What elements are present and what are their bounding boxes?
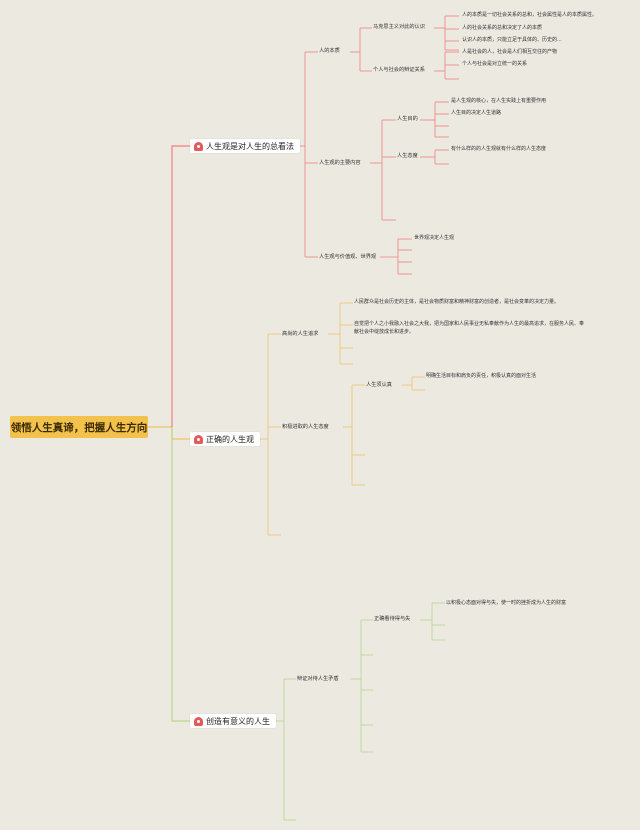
branch-topic-worldview[interactable]: 人生观是对人生的总看法 xyxy=(190,139,300,153)
node-be-serious[interactable]: 人生须认真 xyxy=(366,382,392,388)
node-positive-attitude[interactable]: 积极进取的人生态度 xyxy=(282,424,329,430)
leaf-text: 个人与社会是对立统一的关系 xyxy=(462,61,528,67)
leaf-text: 人民群众是社会历史的主体，是社会物质财富和精神财富的创造者，是社会变革的决定力量… xyxy=(354,299,560,305)
node-values-worldview[interactable]: 人生观与价值观、世界观 xyxy=(319,254,377,260)
connector-line xyxy=(171,145,190,427)
leaf-text: 有什么样的的人生观就有什么样的人生态度 xyxy=(451,146,547,152)
leaf-text: 明确生活目标和肩负的责任，积极认真的面对生活 xyxy=(426,373,537,379)
branch-label: 人生观是对人生的总看法 xyxy=(206,141,294,151)
house-heart-icon xyxy=(194,434,203,444)
house-heart-icon xyxy=(194,716,203,726)
leaf-text: 人的本质是一切社会关系的总和，社会属性是人的本质属性。 xyxy=(462,12,598,18)
node-noble-pursuit[interactable]: 高尚的人生追求 xyxy=(282,331,319,337)
leaf-text: 以积极心态面对得与失，使一时的挫折成为人生的财富 xyxy=(446,600,567,606)
node-life-attitude[interactable]: 人生态度 xyxy=(397,153,418,159)
branch-topic-meaningful-life[interactable]: 创造有意义的人生 xyxy=(190,714,276,728)
root-topic[interactable]: 领悟人生真谛，把握人生方向 xyxy=(10,416,148,438)
branch-topic-correct-view[interactable]: 正确的人生观 xyxy=(190,432,260,446)
house-heart-icon xyxy=(194,141,203,151)
leaf-text: 认识人的本质，只能立足于具体的、历史的... xyxy=(462,37,562,43)
node-individual-society[interactable]: 个人与社会的辩证关系 xyxy=(373,67,425,73)
node-gain-and-loss[interactable]: 正确看待得与失 xyxy=(374,616,411,622)
leaf-text: 人的社会关系的总和决定了人的本质 xyxy=(462,25,543,31)
connector-line xyxy=(171,427,190,722)
connector-line xyxy=(171,427,190,440)
node-human-nature[interactable]: 人的本质 xyxy=(319,48,340,54)
node-dialectical-contradiction[interactable]: 辩证对待人生矛盾 xyxy=(297,676,339,682)
branch-label: 创造有意义的人生 xyxy=(206,716,270,726)
node-marxist-view[interactable]: 马克思主义对此的认识 xyxy=(373,24,425,30)
node-life-purpose[interactable]: 人生目的 xyxy=(397,116,418,122)
leaf-text: 世界观决定人生观 xyxy=(414,235,455,241)
node-main-content[interactable]: 人生观的主要内容 xyxy=(319,160,361,166)
branch-label: 正确的人生观 xyxy=(206,434,254,444)
leaf-text: 自觉把个人之小我融入社会之大我，把为国家和人民事业无私奉献作为人生的最高追求，在… xyxy=(354,321,585,335)
leaf-text: 人生目的决定人生道路 xyxy=(451,110,502,116)
leaf-text: 是人生观的核心，在人生实践上有重要作用 xyxy=(451,98,547,104)
leaf-text: 人是社会的人，社会是人们相互交往的产物 xyxy=(462,49,558,55)
